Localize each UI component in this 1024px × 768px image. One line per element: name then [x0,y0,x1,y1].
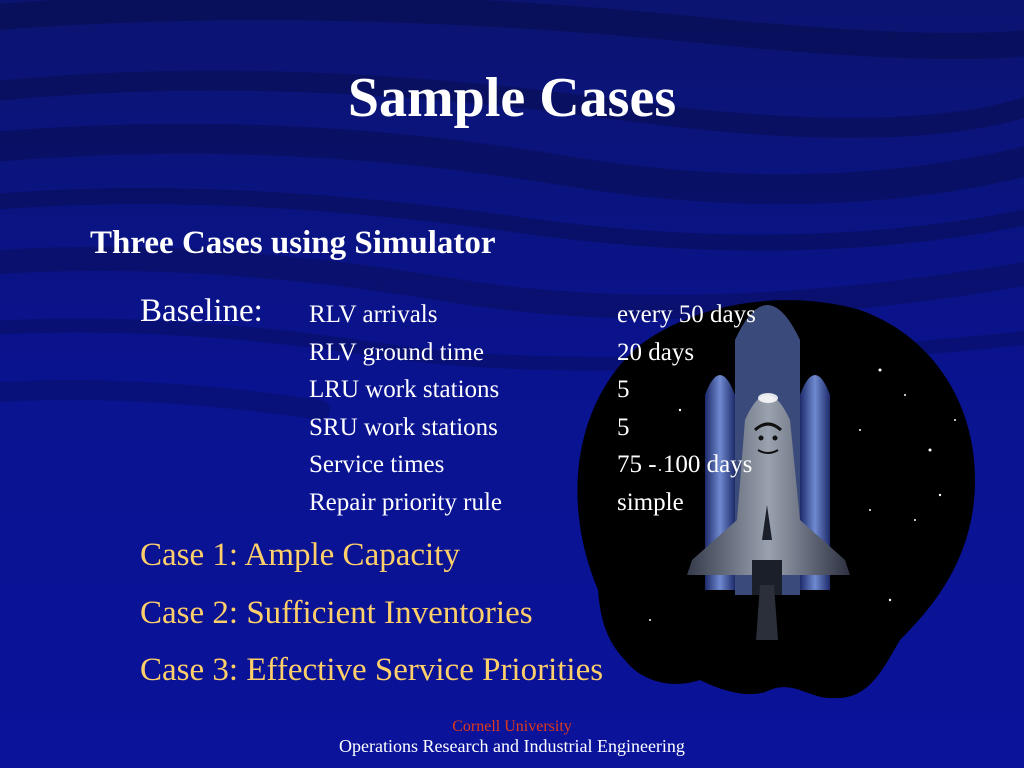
param-row: Service times 75 - 100 days [309,446,809,484]
param-value: 5 [617,376,630,404]
param-value: every 50 days [617,301,756,328]
space-shuttle-illustration [577,300,975,699]
case-item: Case 1: Ample Capacity [140,537,460,573]
param-value: 20 days [617,338,695,366]
case-item: Case 3: Effective Service Priorities [140,652,604,688]
footer-department: Operations Research and Industrial Engin… [339,736,685,756]
param-row: SRU work stations 5 [309,409,809,447]
param-value: 5 [617,413,630,441]
param-name: Service times [309,451,445,479]
param-row: RLV ground time 20 days [309,334,809,372]
param-name: RLV ground time [309,338,485,366]
param-name: RLV arrivals [309,301,438,328]
baseline-parameters-table: RLV arrivals every 50 days RLV ground ti… [309,296,809,522]
case-item: Case 2: Sufficient Inventories [140,594,533,631]
baseline-label: Baseline: [140,293,263,329]
slide-subtitle: Three Cases using Simulator [90,225,496,261]
slide-footer: Cornell University Operations Research a… [0,718,1024,756]
param-row: LRU work stations 5 [309,371,809,409]
param-value: 75 - 100 days [617,451,753,479]
case-list: Case 1: Ample Capacity Case 2: Sufficien… [140,533,603,706]
param-name: LRU work stations [309,376,500,404]
param-value: simple [617,488,684,516]
param-row: RLV arrivals every 50 days [309,296,809,334]
slide-title: Sample Cases [347,67,677,129]
footer-university: Cornell University [452,718,572,735]
param-name: SRU work stations [309,413,498,441]
param-name: Repair priority rule [309,488,502,516]
param-row: Repair priority rule simple [309,484,809,522]
